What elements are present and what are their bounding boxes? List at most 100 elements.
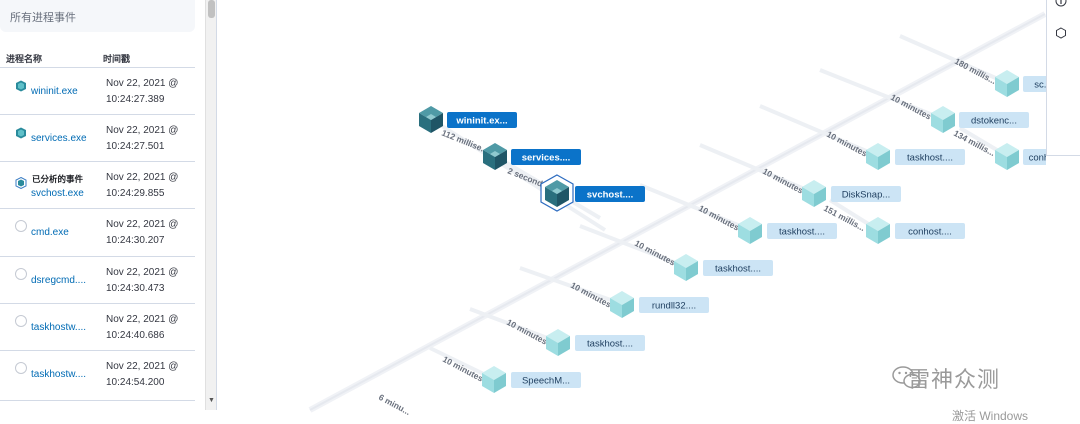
process-node[interactable]: dstokenc... [931, 106, 1029, 133]
process-name-link[interactable]: svchost.exe [31, 188, 84, 199]
cube-left-face [802, 187, 814, 207]
list-item[interactable]: wininit.exe Nov 22, 2021 @10:24:27.389 [0, 68, 195, 115]
cube-left-face [482, 373, 494, 393]
node-label[interactable]: taskhost.... [587, 339, 633, 350]
timestamp: Nov 22, 2021 @10:24:29.855 [106, 172, 179, 199]
all-process-events-breadcrumb[interactable]: 所有进程事件 [0, 0, 195, 32]
process-name-link[interactable]: cmd.exe [31, 227, 69, 238]
process-node[interactable]: conhost.... [995, 143, 1046, 170]
list-item[interactable]: taskhostw....Nov 22, 2021 @10:24:54.200 [0, 351, 195, 401]
cube-left-face [545, 187, 557, 207]
cube-left-face [931, 113, 943, 133]
cube-left-face [866, 150, 878, 170]
node-label[interactable]: SpeechM... [522, 376, 570, 387]
node-label-box[interactable] [895, 223, 965, 239]
timestamp: Nov 22, 2021 @10:24:30.473 [106, 267, 179, 294]
process-name-link[interactable]: wininit.exe [31, 86, 78, 97]
process-node[interactable]: SpeechM... [482, 366, 581, 393]
activate-windows-text: 激活 Windows [952, 409, 1029, 423]
process-name-link[interactable]: taskhostw.... [31, 369, 87, 380]
tree-branch-line [899, 34, 1008, 85]
scroll-down-arrow-icon[interactable]: ▼ [208, 397, 215, 404]
cube-right-face [750, 224, 762, 244]
cube-left-face [610, 298, 622, 318]
process-node[interactable]: taskhost.... [866, 143, 965, 170]
cube-left-face [674, 261, 686, 281]
node-label[interactable]: services.... [522, 153, 571, 164]
process-node[interactable]: rundll32.... [610, 291, 709, 318]
node-label-box[interactable] [1023, 76, 1046, 92]
process-node[interactable]: services.... [483, 143, 581, 170]
node-label[interactable]: conhost.... [1029, 153, 1046, 164]
scrollbar[interactable]: ▼ [205, 0, 216, 410]
process-node[interactable]: taskhost.... [546, 329, 645, 356]
node-label-box[interactable] [575, 186, 645, 202]
node-label[interactable]: DiskSnap... [842, 190, 891, 201]
edge-duration-label: 6 minu... [377, 392, 412, 417]
column-header-timestamp[interactable]: 时间戳 [103, 54, 131, 64]
timestamp: Nov 22, 2021 @10:24:27.389 [106, 78, 179, 105]
list-item[interactable]: taskhostw....Nov 22, 2021 @10:24:40.686 [0, 304, 195, 351]
graph-controls-panel [1046, 0, 1080, 156]
node-label-box[interactable] [639, 297, 709, 313]
node-label-box[interactable] [767, 223, 837, 239]
tree-branch-line [469, 307, 559, 344]
empty-circle-icon [15, 220, 27, 232]
edge-duration-label: 10 minutes [761, 166, 805, 196]
column-header-name[interactable]: 进程名称 [6, 54, 43, 64]
node-label-box[interactable] [895, 149, 965, 165]
node-label-box[interactable] [959, 112, 1029, 128]
node-label[interactable]: taskhost.... [779, 227, 825, 238]
process-name-link[interactable]: dsregcmd.... [31, 275, 87, 286]
node-label[interactable]: sc.exe [1034, 80, 1046, 91]
process-node[interactable]: sc.exe [995, 70, 1046, 97]
cube-inner-face [552, 188, 562, 194]
node-label-box[interactable] [1023, 149, 1046, 165]
node-label[interactable]: svchost.... [587, 190, 633, 201]
tree-branch-line [519, 266, 623, 306]
node-label[interactable]: taskhost.... [907, 153, 953, 164]
node-label-box[interactable] [511, 372, 581, 388]
scrollbar-thumb[interactable] [208, 0, 215, 18]
node-label-box[interactable] [575, 335, 645, 351]
cube-right-face [558, 336, 570, 356]
cube-right-face [1007, 77, 1019, 97]
edge-duration-label: 10 minutes [697, 203, 741, 233]
node-label[interactable]: taskhost.... [715, 264, 761, 275]
node-label-box[interactable] [703, 260, 773, 276]
cube-right-face [557, 187, 569, 207]
tree-branch-line [579, 224, 687, 269]
node-label[interactable]: rundll32.... [652, 301, 696, 312]
process-node[interactable]: DiskSnap... [802, 180, 901, 207]
empty-circle-icon [15, 268, 27, 280]
node-label[interactable]: dstokenc... [971, 116, 1017, 127]
process-name-link[interactable]: taskhostw.... [31, 322, 87, 333]
node-label[interactable]: conhost.... [908, 227, 952, 238]
process-node[interactable]: svchost.... [540, 174, 645, 212]
node-label-box[interactable] [831, 186, 901, 202]
edge-duration-label: 10 minutes [569, 280, 613, 310]
node-label[interactable]: wininit.ex... [455, 116, 507, 127]
process-node[interactable]: conhost.... [866, 217, 965, 244]
tree-branch-line [759, 104, 879, 158]
list-item[interactable]: dsregcmd.... Nov 22, 2021 @10:24:30.473 [0, 257, 195, 304]
cube-icon-selected [15, 176, 27, 190]
process-name-link[interactable]: services.exe [31, 133, 87, 144]
process-node[interactable]: wininit.ex... [419, 106, 517, 133]
process-node[interactable]: taskhost.... [738, 217, 837, 244]
cube-inner-face [426, 114, 436, 120]
process-node[interactable]: taskhost.... [674, 254, 773, 281]
watermark-brand: 雷神众测 [908, 367, 1001, 392]
edge-duration-label: 10 minutes [505, 317, 549, 347]
cube-right-face [814, 187, 826, 207]
node-label-box[interactable] [447, 112, 517, 128]
cube-right-face [878, 150, 890, 170]
edge-duration-label: 10 minutes [441, 354, 485, 384]
hexagon-icon[interactable] [1055, 27, 1067, 39]
node-label-box[interactable] [511, 149, 581, 165]
info-icon[interactable] [1055, 0, 1067, 7]
